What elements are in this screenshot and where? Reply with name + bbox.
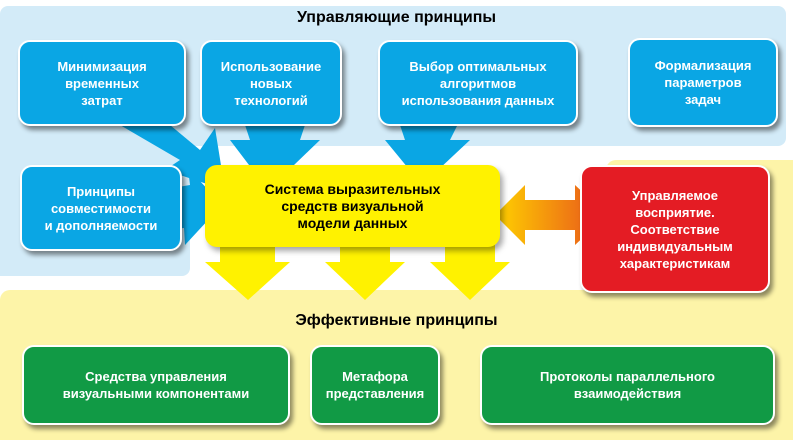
- effective-box-controls: Средства управления визуальными компонен…: [22, 345, 290, 425]
- principle-box-compatibility: Принципы совместимости и дополняемости: [20, 165, 182, 251]
- perception-box: Управляемое восприятие. Соответствие инд…: [580, 165, 770, 293]
- principle-box-algorithms: Выбор оптимальных алгоритмов использован…: [378, 40, 578, 126]
- control-principles-heading: Управляющие принципы: [296, 9, 497, 26]
- arrow-icon: [325, 240, 405, 300]
- effective-box-protocols: Протоколы параллельного взаимодействия: [480, 345, 775, 425]
- principle-box-formalization: Формализация параметров задач: [628, 38, 778, 127]
- arrow-icon: [385, 110, 470, 185]
- double-arrow-icon: [495, 185, 607, 245]
- principle-box-time: Минимизация временных затрат: [18, 40, 186, 126]
- arrow-icon: [430, 240, 510, 300]
- arrow-icon: [205, 240, 290, 300]
- principle-box-technologies: Использование новых технологий: [200, 40, 342, 126]
- center-system-box: Система выразительных средств визуальной…: [205, 165, 500, 247]
- effective-principles-heading: Эффективные принципы: [295, 312, 498, 329]
- effective-box-metaphor: Метафора представления: [310, 345, 440, 425]
- arrow-icon: [230, 110, 320, 190]
